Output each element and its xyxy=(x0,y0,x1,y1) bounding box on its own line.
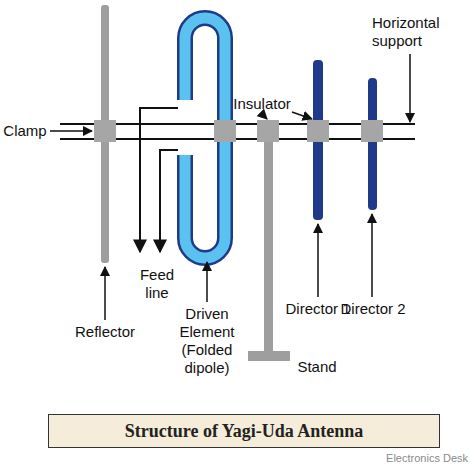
feed-wire xyxy=(140,108,178,252)
clamp-label: Clamp xyxy=(2,122,48,140)
director-label: Director 2 xyxy=(339,300,407,318)
leader-arrow xyxy=(104,267,106,320)
director-rod xyxy=(368,78,377,210)
reflector-label: Reflector xyxy=(65,323,145,341)
driven-element-label: Driven Element (Folded dipole) xyxy=(170,305,244,377)
insulator-label: Insulator xyxy=(228,95,296,113)
leader-arrow xyxy=(50,130,92,132)
feed-wire xyxy=(160,150,178,252)
clamp xyxy=(307,120,329,142)
feed-line-label: Feed line xyxy=(134,266,180,302)
leader-arrow xyxy=(206,262,208,302)
clamp xyxy=(94,120,116,142)
leader-arrow xyxy=(317,224,319,297)
leader-arrow xyxy=(262,114,267,119)
clamp xyxy=(361,120,383,142)
stand-pole xyxy=(264,140,273,354)
caption-box: Structure of Yagi-Uda Antenna xyxy=(48,414,440,448)
leader-arrow xyxy=(409,54,411,122)
leader-arrow xyxy=(292,112,312,119)
support-label: Horizontal support xyxy=(372,14,466,50)
stand-label: Stand xyxy=(292,358,342,376)
clamp xyxy=(214,120,236,142)
leader-arrow xyxy=(371,214,373,297)
stand-foot xyxy=(248,351,290,361)
caption: Structure of Yagi-Uda Antenna xyxy=(125,421,364,442)
watermark: Electronics Desk xyxy=(376,452,468,465)
insulator xyxy=(257,120,279,142)
